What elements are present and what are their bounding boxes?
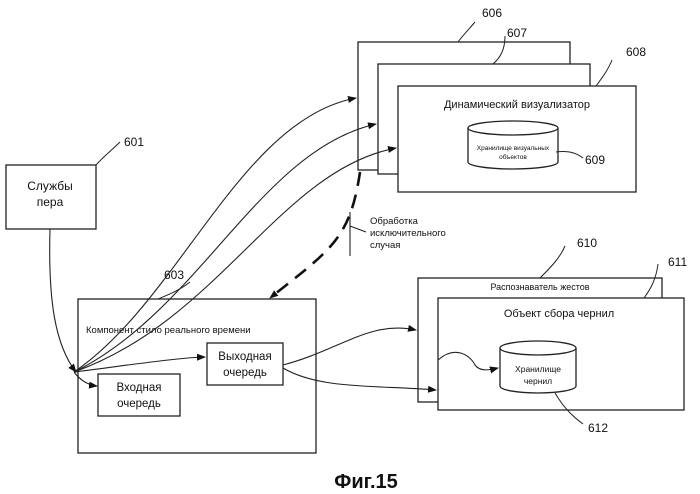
ref-603: 603: [164, 268, 184, 282]
pen-services-label-1: Службы: [27, 179, 72, 193]
ref-609: 609: [585, 153, 605, 167]
ref-612: 612: [588, 421, 608, 435]
dynamic-renderer-label: Динамический визуализатор: [444, 99, 590, 111]
ref-611: 611: [668, 255, 687, 269]
ref-607: 607: [507, 26, 527, 40]
visual-store-label-2: объектов: [499, 153, 527, 161]
input-queue-label-1: Входная: [117, 382, 162, 394]
pen-services-label-2: пера: [37, 195, 64, 209]
output-queue-label-2: очередь: [223, 367, 267, 379]
exception-label-2: исключительного: [370, 228, 446, 239]
exception-bracket-top: [350, 226, 366, 232]
ref-608: 608: [626, 45, 646, 59]
ink-collector-label: Объект сбора чернил: [504, 308, 614, 320]
leader-606: [458, 22, 475, 42]
exception-label-3: случая: [370, 240, 400, 251]
output-queue-label-1: Выходная: [218, 351, 271, 363]
ref-606: 606: [482, 6, 502, 20]
ink-store-label-1: Хранилище: [515, 364, 561, 374]
exception-label-1: Обработка: [370, 216, 419, 227]
leader-603: [158, 282, 190, 299]
rt-stylus-label: Компонент стило реального времени: [86, 325, 251, 336]
gesture-recognizer-label: Распознаватель жестов: [490, 282, 589, 292]
ref-610: 610: [577, 236, 597, 250]
leader-610: [540, 246, 565, 278]
input-queue-label-2: очередь: [117, 398, 161, 410]
visual-store-label-1: Хранилище визуальных: [477, 145, 550, 152]
figure-caption: Фиг.15: [334, 471, 398, 493]
flow-pen-to-rts: [50, 229, 76, 372]
leader-608: [596, 60, 612, 86]
leader-601: [96, 142, 120, 165]
ink-store-label-2: чернил: [524, 376, 552, 386]
ref-601: 601: [124, 135, 144, 149]
flow-exception-dashed: [270, 172, 360, 298]
